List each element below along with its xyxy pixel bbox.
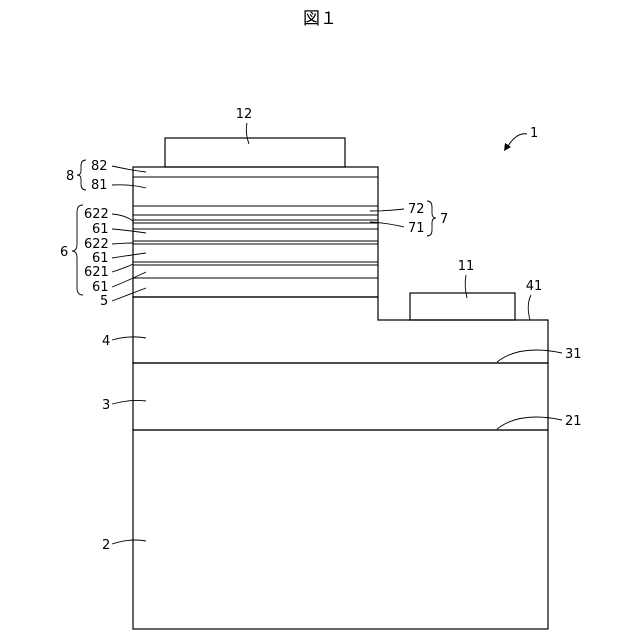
leader-622a — [112, 214, 133, 221]
label-72: 72 — [408, 202, 425, 217]
leader-41 — [528, 295, 531, 320]
brace-8 — [77, 160, 86, 190]
leader-61a — [112, 229, 146, 233]
label-21: 21 — [565, 414, 582, 429]
leader-71 — [370, 222, 404, 227]
electrode-11 — [410, 293, 515, 320]
label-61a: 61 — [92, 222, 109, 237]
label-622a: 622 — [84, 207, 109, 222]
layer-4 — [133, 297, 548, 363]
label-6: 6 — [60, 245, 68, 260]
label-41: 41 — [526, 279, 543, 294]
leader-72 — [370, 209, 404, 211]
label-4: 4 — [102, 334, 110, 349]
label-2: 2 — [102, 538, 110, 553]
label-7: 7 — [440, 212, 448, 227]
leader-21 — [497, 417, 562, 429]
arrowhead-1 — [504, 143, 511, 151]
leader-11 — [465, 275, 467, 298]
label-8: 8 — [66, 169, 74, 184]
leader-2 — [112, 540, 146, 544]
substrate-2 — [133, 430, 548, 629]
label-61b: 61 — [92, 251, 109, 266]
label-82: 82 — [91, 159, 108, 174]
label-622b: 622 — [84, 237, 109, 252]
leader-5 — [112, 288, 146, 301]
electrode-12 — [165, 138, 345, 167]
label-5: 5 — [100, 294, 108, 309]
leader-61c — [112, 272, 146, 287]
leader-1 — [508, 134, 527, 146]
label-621: 621 — [84, 265, 109, 280]
figure-title: 図１ — [303, 9, 337, 29]
label-61c: 61 — [92, 280, 109, 295]
label-3: 3 — [102, 398, 110, 413]
leader-622b — [112, 243, 133, 244]
leader-61b — [112, 253, 146, 258]
leader-81 — [112, 185, 146, 188]
brace-7 — [427, 201, 436, 236]
label-81: 81 — [91, 178, 108, 193]
label-31: 31 — [565, 347, 582, 362]
label-71: 71 — [408, 221, 425, 236]
mesa-stack — [133, 167, 378, 297]
leader-12 — [246, 123, 249, 144]
label-1: 1 — [530, 126, 538, 141]
brace-6 — [72, 205, 83, 295]
label-12: 12 — [236, 107, 253, 122]
label-11: 11 — [458, 259, 475, 274]
leader-4 — [112, 337, 146, 340]
leader-621 — [112, 264, 133, 272]
layer-3 — [133, 363, 548, 430]
leader-31 — [497, 350, 562, 362]
leader-3 — [112, 400, 146, 404]
